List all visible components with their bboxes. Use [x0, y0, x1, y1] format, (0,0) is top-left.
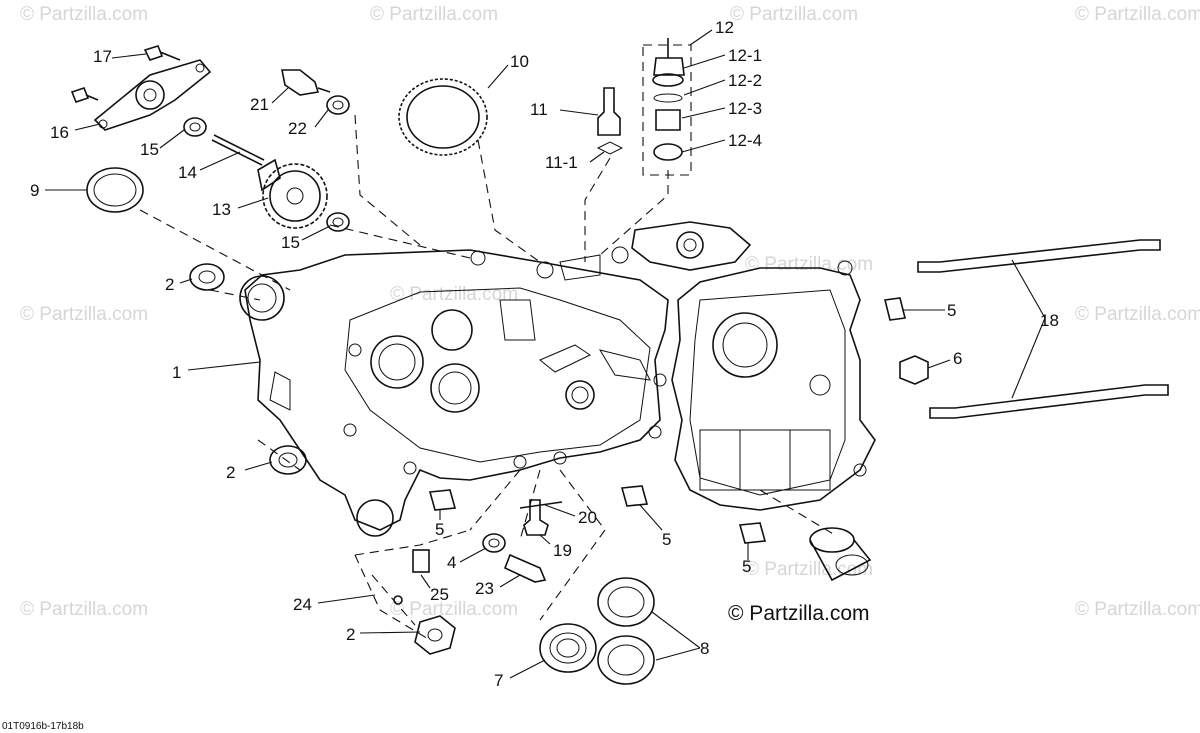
- oil-seal-8: [597, 577, 655, 685]
- callout-12-2: 12-2: [728, 71, 762, 90]
- drain-plug-assembly-12: [642, 38, 692, 176]
- bearing-2-upper: [189, 263, 225, 291]
- callout-12-1: 12-1: [728, 46, 762, 65]
- callout-2: 2: [165, 275, 174, 294]
- bearing-2-middle: [269, 445, 307, 475]
- stud-18: [917, 239, 1169, 419]
- callout-17: 17: [93, 47, 112, 66]
- callout-10: 10: [510, 52, 529, 71]
- callout-24: 24: [293, 595, 312, 614]
- watermark: © Partzilla.com: [390, 599, 518, 620]
- copyright-notice: © Partzilla.com: [728, 602, 870, 625]
- gear-13: [257, 158, 328, 229]
- pin-24: [371, 574, 416, 626]
- callout-5: 5: [662, 530, 671, 549]
- callout-1: 1: [172, 363, 181, 382]
- oil-seal-9: [86, 167, 144, 213]
- callout-labels: 1 2 2 2 4 5 5 5 5 6 7 8 9 10 11 11-1 12 …: [30, 18, 1059, 690]
- washer-15-upper: [183, 117, 207, 137]
- dowel-5-c: [738, 522, 767, 544]
- callout-16: 16: [50, 123, 69, 142]
- watermark: © Partzilla.com: [730, 4, 858, 25]
- diagram-code: 01T0916b-17b18b: [2, 721, 84, 732]
- dowel-5-a: [428, 489, 457, 511]
- callout-19: 19: [553, 541, 572, 560]
- callout-22: 22: [288, 119, 307, 138]
- watermark: © Partzilla.com: [1075, 599, 1200, 620]
- bolt-17: [70, 45, 181, 103]
- watermark: © Partzilla.com: [20, 4, 148, 25]
- sensor-23: [503, 553, 547, 583]
- callout-11-1: 11-1: [545, 153, 578, 172]
- washer-15-lower: [326, 212, 350, 232]
- watermark: © Partzilla.com: [370, 4, 498, 25]
- callout-5: 5: [435, 520, 444, 539]
- right-crankcase: [631, 221, 876, 511]
- callout-15: 15: [281, 233, 300, 252]
- sleeve: [809, 527, 872, 582]
- callout-13: 13: [212, 200, 231, 219]
- callout-5: 5: [947, 301, 956, 320]
- callout-18: 18: [1040, 311, 1059, 330]
- part-drawings: [70, 38, 1169, 685]
- watermark: © Partzilla.com: [390, 284, 518, 305]
- assembly-lines: [139, 114, 836, 641]
- watermark: © Partzilla.com: [20, 599, 148, 620]
- gasket-ring-10: [398, 78, 488, 156]
- callout-8: 8: [700, 639, 709, 658]
- callout-6: 6: [953, 349, 962, 368]
- dowel-5-b: [620, 485, 649, 507]
- callout-5: 5: [742, 557, 751, 576]
- callout-25: 25: [430, 585, 449, 604]
- callout-4: 4: [447, 553, 456, 572]
- callout-15: 15: [140, 140, 159, 159]
- watermark: © Partzilla.com: [20, 304, 148, 325]
- plate-16: [93, 59, 212, 131]
- callout-12-3: 12-3: [728, 99, 762, 118]
- left-crankcase: [239, 246, 669, 537]
- leader-lines: [45, 29, 1046, 679]
- callout-14: 14: [178, 163, 197, 182]
- oil-seal-7: [539, 623, 597, 673]
- callout-12-4: 12-4: [728, 131, 762, 150]
- wire-20: [519, 501, 563, 509]
- callout-9: 9: [30, 181, 39, 200]
- callout-7: 7: [494, 671, 503, 690]
- nut-6: [899, 355, 929, 385]
- watermark: © Partzilla.com: [745, 254, 873, 275]
- shaft-14: [211, 134, 265, 166]
- callout-12: 12: [715, 18, 734, 37]
- bolt-19: [523, 499, 549, 536]
- bushing-25: [412, 549, 430, 573]
- washer-22: [326, 95, 350, 115]
- watermark: © Partzilla.com: [745, 559, 873, 580]
- plug-11: [596, 87, 624, 155]
- watermark: © Partzilla.com: [1075, 304, 1200, 325]
- callout-21: 21: [250, 95, 269, 114]
- callout-2: 2: [226, 463, 235, 482]
- callout-2: 2: [346, 625, 355, 644]
- dowel-5-d: [884, 297, 906, 321]
- watermark: © Partzilla.com: [1075, 4, 1200, 25]
- watermark-layer: © Partzilla.com © Partzilla.com © Partzi…: [20, 4, 1200, 620]
- callout-23: 23: [475, 579, 494, 598]
- callout-11: 11: [530, 100, 548, 119]
- callout-20: 20: [578, 508, 597, 527]
- washer-4: [482, 533, 506, 553]
- bearing-2-lower: [414, 615, 456, 655]
- sensor-21: [281, 69, 331, 96]
